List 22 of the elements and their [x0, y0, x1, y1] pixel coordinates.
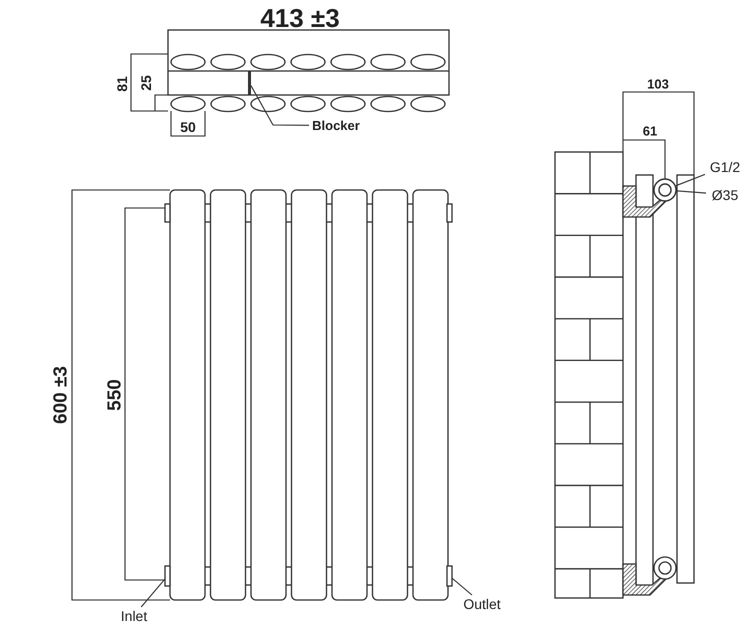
leader-line [250, 85, 309, 126]
dimension-label: 413 ±3 [260, 5, 340, 31]
dimension-label: 61 [642, 124, 658, 138]
pipe-fitting [653, 178, 677, 202]
leader-line [140, 578, 166, 608]
part-label: Blocker [312, 119, 360, 132]
leader-line [676, 174, 706, 186]
pipe-port [164, 565, 171, 587]
pipe-port [446, 565, 453, 587]
dimension-label: 103 [647, 78, 669, 90]
dimension-label: 550 [106, 379, 124, 411]
dimension-label: 25 [139, 75, 153, 91]
part-label: Outlet [463, 596, 501, 610]
leader-line [452, 578, 472, 596]
leader-line [676, 190, 706, 194]
dimension-label: 81 [115, 76, 129, 92]
part-label: Inlet [120, 608, 148, 622]
dimension-label: 600 ±3 [52, 366, 70, 424]
part-label: Ø35 [712, 188, 738, 202]
blocker-plate [248, 71, 251, 95]
dimension-label: 50 [180, 120, 196, 134]
part-label: G1/2 [710, 160, 740, 174]
